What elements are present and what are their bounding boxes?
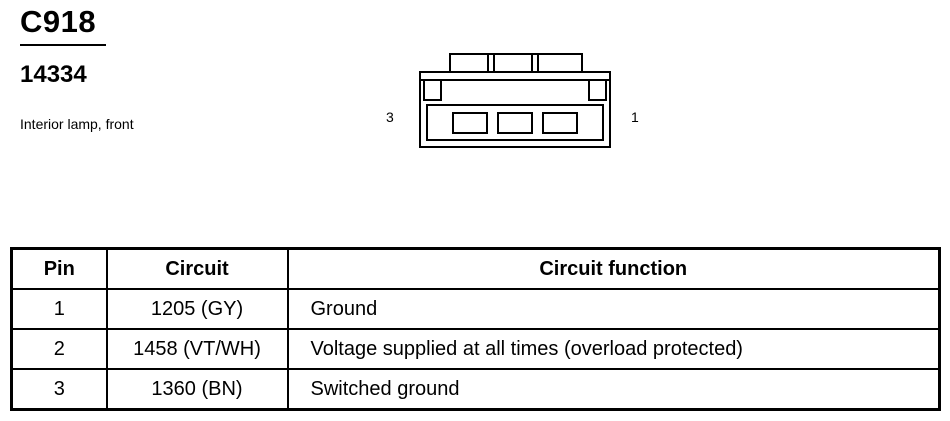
pin-label-3: 3 — [386, 109, 394, 125]
connector-right-post — [588, 79, 607, 101]
pin-cell: 1 — [10, 288, 108, 330]
connector-id: C918 — [20, 4, 97, 39]
table-row: 3 1360 (BN) Switched ground — [10, 368, 941, 411]
function-cell: Voltage supplied at all times (overload … — [286, 328, 941, 370]
pin-cell: 3 — [10, 368, 108, 411]
pin-label-1: 1 — [631, 109, 639, 125]
pin-cavity-3 — [452, 112, 488, 134]
title-divider — [20, 44, 106, 46]
connector-latch — [449, 53, 583, 73]
function-cell: Switched ground — [286, 368, 941, 411]
table-row: 1 1205 (GY) Ground — [10, 288, 941, 330]
connector-left-post — [423, 79, 442, 101]
column-header-pin: Pin — [10, 247, 108, 290]
function-cell: Ground — [286, 288, 941, 330]
connector-description: Interior lamp, front — [20, 116, 134, 132]
part-number: 14334 — [20, 61, 87, 88]
connector-body — [419, 71, 611, 148]
column-header-circuit: Circuit — [105, 247, 289, 290]
circuit-cell: 1205 (GY) — [105, 288, 289, 330]
pin-cavity-2 — [497, 112, 533, 134]
pin-cavity-1 — [542, 112, 578, 134]
connector-cavity-frame — [426, 104, 604, 141]
column-header-function: Circuit function — [286, 247, 941, 290]
circuit-cell: 1458 (VT/WH) — [105, 328, 289, 370]
circuit-cell: 1360 (BN) — [105, 368, 289, 411]
connector-face-diagram — [419, 53, 611, 148]
table-row: 2 1458 (VT/WH) Voltage supplied at all t… — [10, 328, 941, 370]
pinout-table: Pin Circuit Circuit function 1 1205 (GY)… — [10, 247, 941, 411]
table-header-row: Pin Circuit Circuit function — [10, 247, 941, 290]
pin-cell: 2 — [10, 328, 108, 370]
